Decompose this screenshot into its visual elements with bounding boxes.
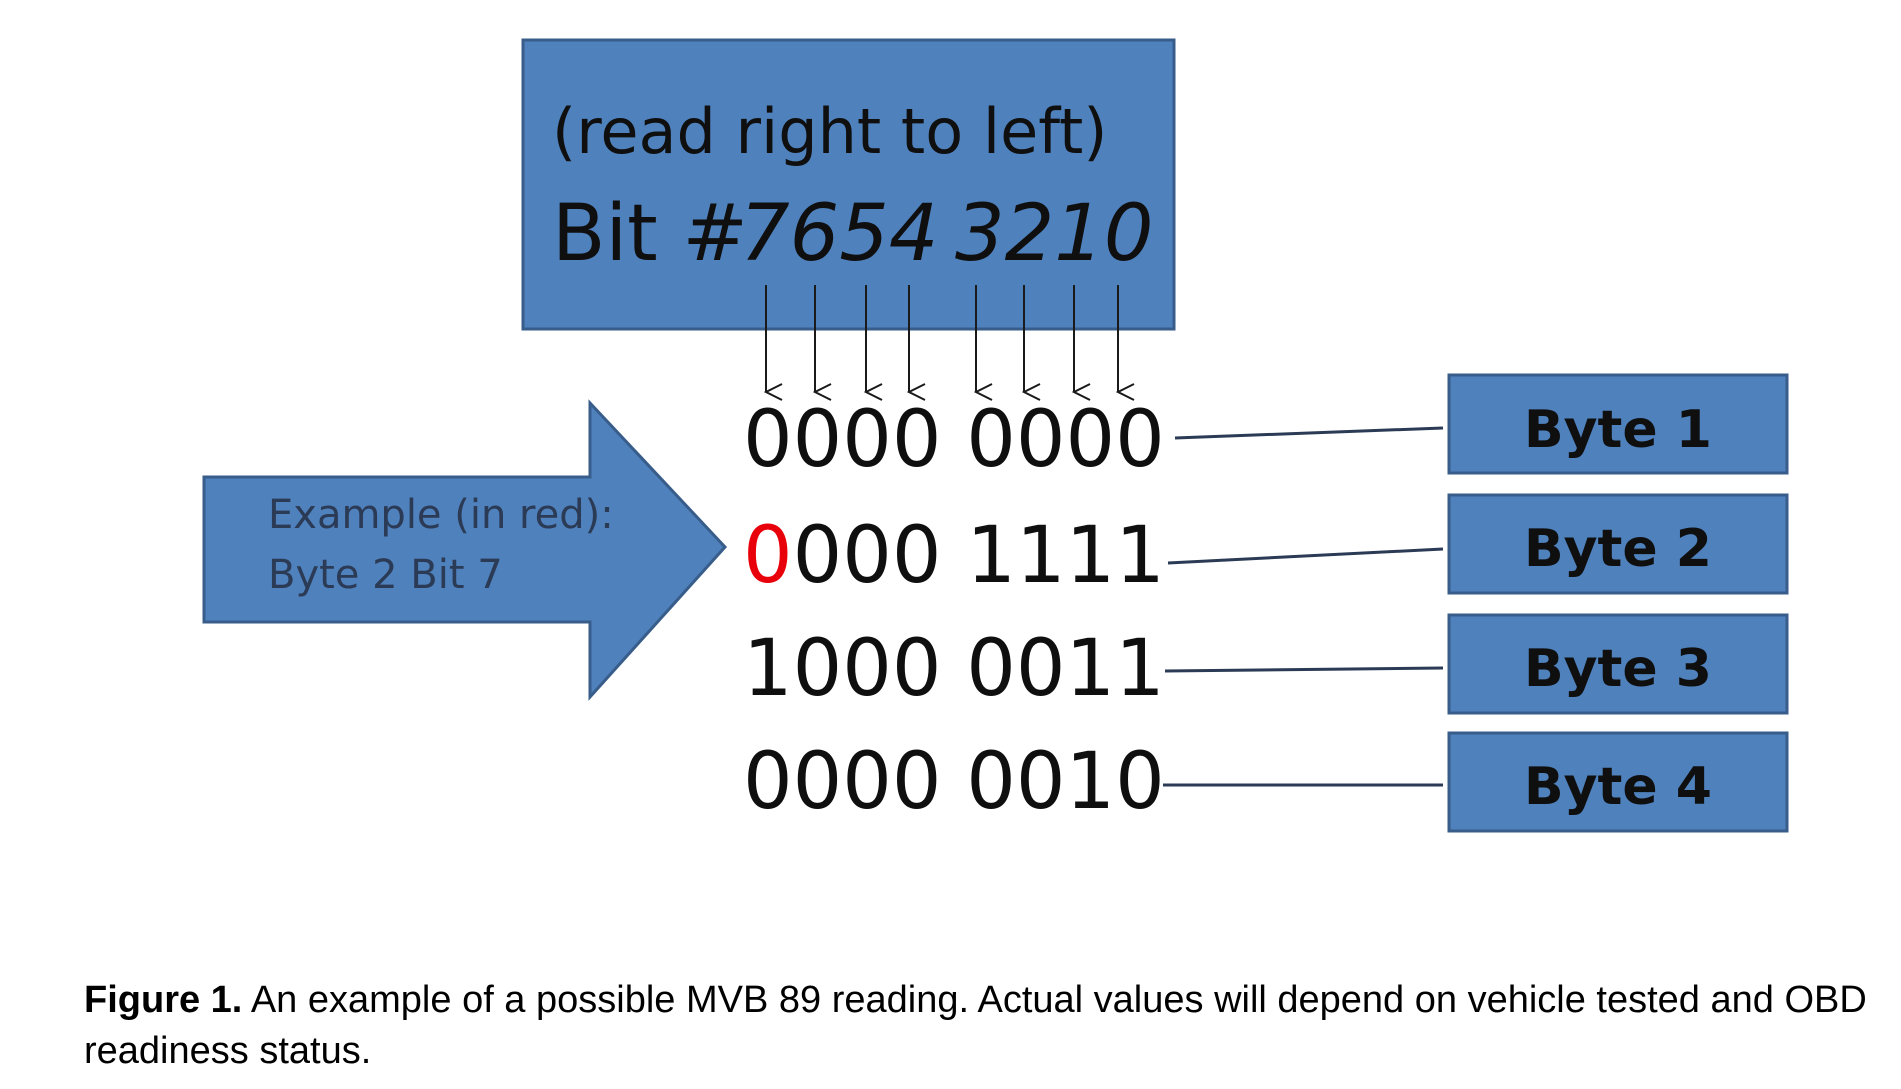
byte-3-connector (1164, 666, 1444, 673)
byte-2-bits: 0000 1111 (743, 511, 1165, 601)
byte-1-box (1447, 373, 1789, 475)
bit-prefix: Bit # (552, 189, 748, 279)
byte-2-connector (1167, 547, 1444, 565)
byte-row-1: 0000 0000 Byte 1 (743, 373, 1789, 485)
figure-caption: Figure 1. An example of a possible MVB 8… (84, 975, 1901, 1077)
byte-2-box (1447, 493, 1789, 595)
byte-4-label: Byte 4 (1524, 757, 1712, 817)
byte-1-connector (1174, 426, 1444, 440)
byte-3-box (1447, 613, 1789, 715)
byte-3-label: Byte 3 (1524, 639, 1712, 699)
read-direction-label: (read right to left) (552, 95, 1107, 168)
byte-row-2: 0000 1111 Byte 2 (743, 493, 1789, 601)
example-label-line2: Byte 2 Bit 7 (268, 552, 503, 598)
bit-arrows (766, 285, 1118, 392)
byte-2-bit-7-highlight: 0 (743, 511, 793, 601)
example-arrow (202, 399, 728, 701)
byte-row-4: 0000 0010 Byte 4 (743, 731, 1789, 833)
header-box (521, 38, 1176, 331)
byte-4-bits-rest: 0000 0010 (743, 737, 1165, 827)
byte-row-3: 1000 0011 Byte 3 (743, 613, 1789, 715)
byte-1-label: Byte 1 (1524, 400, 1712, 460)
byte-3-bits: 1000 0011 (743, 624, 1165, 714)
caption-lead: Figure 1. (84, 979, 243, 1021)
byte-1-bits: 0000 0000 (743, 395, 1165, 485)
example-label-line1: Example (in red): (268, 492, 614, 538)
bit-high-nibble: 7654 (740, 189, 939, 279)
byte-3-bits-rest: 1000 0011 (743, 624, 1165, 714)
caption-text: An example of a possible MVB 89 reading.… (84, 979, 1867, 1072)
byte-4-box (1447, 731, 1789, 833)
byte-2-label: Byte 2 (1524, 519, 1712, 579)
byte-1-bits-rest: 0000 0000 (743, 395, 1165, 485)
byte-2-bits-rest: 000 1111 (793, 511, 1165, 601)
byte-4-bits: 0000 0010 (743, 737, 1165, 827)
bit-low-nibble: 3210 (955, 189, 1154, 279)
